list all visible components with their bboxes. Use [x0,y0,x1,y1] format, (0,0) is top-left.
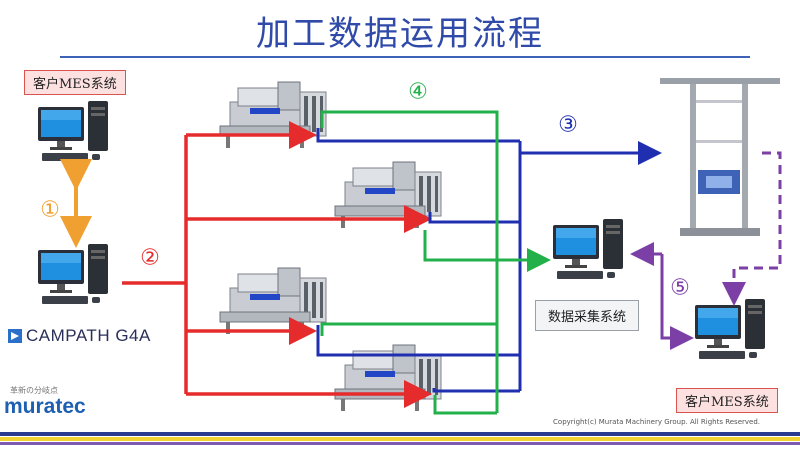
copyright-text: Copyright(c) Murata Machinery Group. All… [553,418,760,426]
murata-tagline: 革新の分岐点 [10,386,58,395]
mes-top-computer-icon [38,101,108,161]
mes-bottom-computer-icon [695,299,765,359]
punch-press-machine-icon [219,81,327,149]
muratec-logo-icon: muratec [4,395,86,418]
mes-bottom-label: 客户MES系统 [676,388,778,413]
footer-stripe-blue [0,432,800,436]
flow-2-lines [122,121,432,408]
page-title: 加工数据运用流程 [256,14,544,54]
storage-tower-icon [660,78,780,236]
campath-logo-icon [8,329,22,343]
step-5-label: ⑤ [670,276,690,301]
flow-5-lines [630,151,782,350]
data-collection-computer-icon [553,219,623,279]
step-3-label: ③ [558,113,578,138]
footer-stripe-yellow [0,437,800,441]
flow-3-lines [316,128,662,393]
step-2-label: ② [140,246,160,271]
title-divider [60,56,750,58]
step-4-label: ④ [408,80,428,105]
flow-4-lines [320,110,551,415]
campath-computer-icon [38,244,108,304]
data-collection-label: 数据采集系统 [535,300,640,331]
step-1-label: ① [40,198,60,223]
mes-top-label: 客户MES系统 [24,70,126,95]
footer-stripe-purple [0,442,800,445]
punch-press-machine-icon [219,267,327,335]
campath-label: CAMPATH G4A [26,326,151,345]
